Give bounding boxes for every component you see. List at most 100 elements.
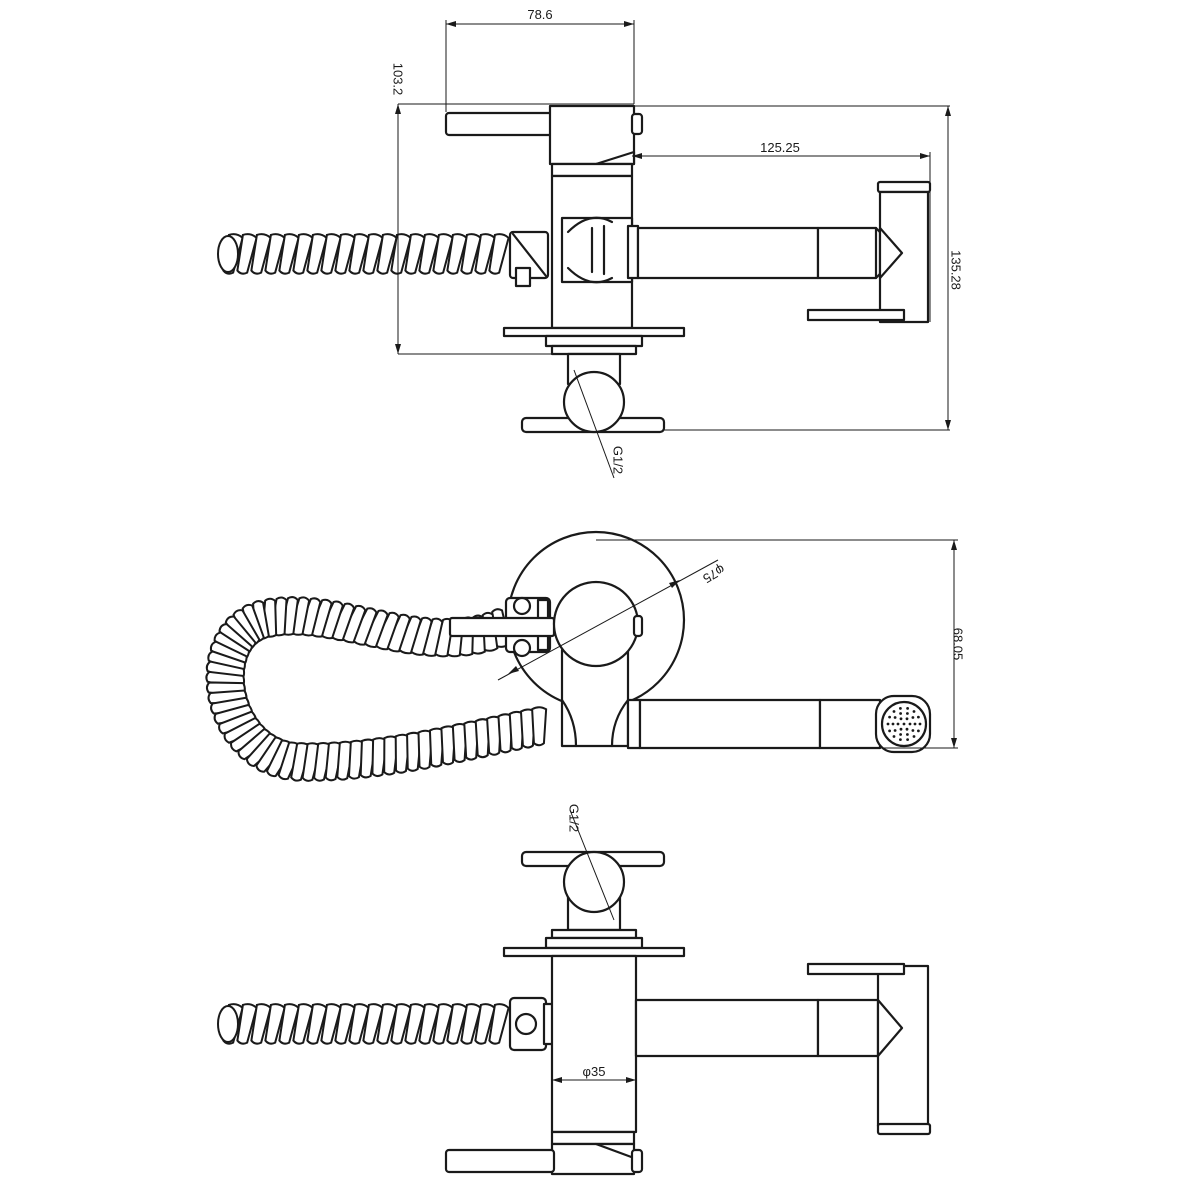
nozzle-hole [886,722,890,726]
hose-segment [292,1003,314,1045]
nozzle-hole [888,715,891,719]
hose-segment [404,1003,426,1045]
valve-body-top [550,162,640,330]
hose-segment [278,233,300,275]
dim-label-total-height: 135.28 [949,250,964,290]
nozzle-hole [899,707,902,710]
nozzle-hole [908,722,912,726]
hose-segment [236,1003,258,1045]
dim-label-connection-bottom: G1/2 [567,804,582,832]
dim-label-flange-diameter: φ75 [700,562,727,586]
hose-segment [361,609,389,648]
hose-segment [236,233,258,275]
hose-segment [250,1003,272,1045]
hose-segment [497,713,514,754]
hose-segment [446,1003,468,1045]
side-view-top: 78.6 103.2 125.25 135.28 G1/2 [217,7,964,479]
hose-segment [390,1003,412,1045]
dimension-spout-length: 125.25 [632,140,931,322]
spout-front [626,694,932,754]
dimension-total-height: 135.28 [634,105,964,431]
hose-clip-top [508,230,550,288]
hose-segment [428,727,445,768]
hose-segment [362,233,384,275]
nozzle-hole [912,735,916,738]
hose-segment [390,233,412,275]
hose-segment [486,715,503,756]
hose-segment [373,611,400,651]
hose-segment [339,604,367,644]
dimension-body-diameter: φ35 [552,1064,636,1083]
hose-segment [362,1003,384,1045]
nozzle-hole [893,729,897,732]
hose-segment [432,233,454,275]
lever-handle-top [444,104,644,166]
hose-segment [237,727,274,761]
nozzle-hole [912,710,916,713]
hose-segment [218,710,258,735]
nozzle-hole [906,738,909,741]
dim-label-body-diameter: φ35 [583,1064,606,1079]
nozzle-hole [892,735,896,738]
hose-segment [350,607,378,646]
hose-end [217,1005,239,1043]
valve-body-bottom [550,954,638,1134]
hose-segment [418,233,440,275]
hose-segment [474,233,496,275]
nozzle-hole [906,733,909,736]
hose-segment [245,732,281,768]
hose-segment [460,233,482,275]
hose-segment [376,233,398,275]
nozzle-hole [891,722,895,726]
hose-segment [446,233,468,275]
hose-segment [406,731,423,772]
hose-segment [250,233,272,275]
hose-segment [460,1003,482,1045]
nozzle-hole [893,716,897,719]
hose-segment [264,233,286,275]
hose-segment [334,1003,356,1045]
dimension-top-width: 78.6 [445,7,635,112]
nozzle-hole [896,722,900,726]
nozzle-hole [918,722,922,726]
hose-segment [519,708,537,749]
hose-segment [328,602,356,642]
hose-segment [334,233,356,275]
nozzle-hole [899,733,902,736]
lever-handle-front [448,616,556,638]
hose-segment [432,1003,454,1045]
nozzle-hole [913,722,917,726]
hose-top [217,233,510,275]
hose-segment [396,615,422,655]
hose-segment [440,725,457,766]
hose-segment [531,706,548,747]
nozzle-hole [899,717,903,721]
nozzle-hole [905,717,909,721]
hose-segment [264,1003,286,1045]
connector-bottom [520,809,666,932]
hose-nut-bottom [508,996,556,1052]
hose-segment [474,1003,496,1045]
hose-segment [230,722,268,753]
hose-segment [348,1003,370,1045]
dimension-front-height: 68.05 [596,539,966,749]
nozzle-hole [905,727,909,731]
hose-segment [474,718,491,759]
dim-label-top-width: 78.6 [527,7,552,22]
nozzle-hole [911,729,915,732]
hose-segment [292,233,314,275]
hose-segment [488,1003,510,1045]
hose-segment [306,1003,328,1045]
hose-segment [488,233,510,275]
dimension-top-height: 103.2 [391,63,634,355]
hose-segment [384,613,411,653]
nozzle-hole [899,712,902,715]
nozzle-hole [917,715,920,719]
hose-segment [320,233,342,275]
side-view-bottom: φ35 G1/2 [217,804,932,1176]
sprayer-holder-top [806,180,932,324]
connector-top [520,352,666,479]
hose-segment [348,233,370,275]
dim-label-top-height: 103.2 [391,63,406,96]
